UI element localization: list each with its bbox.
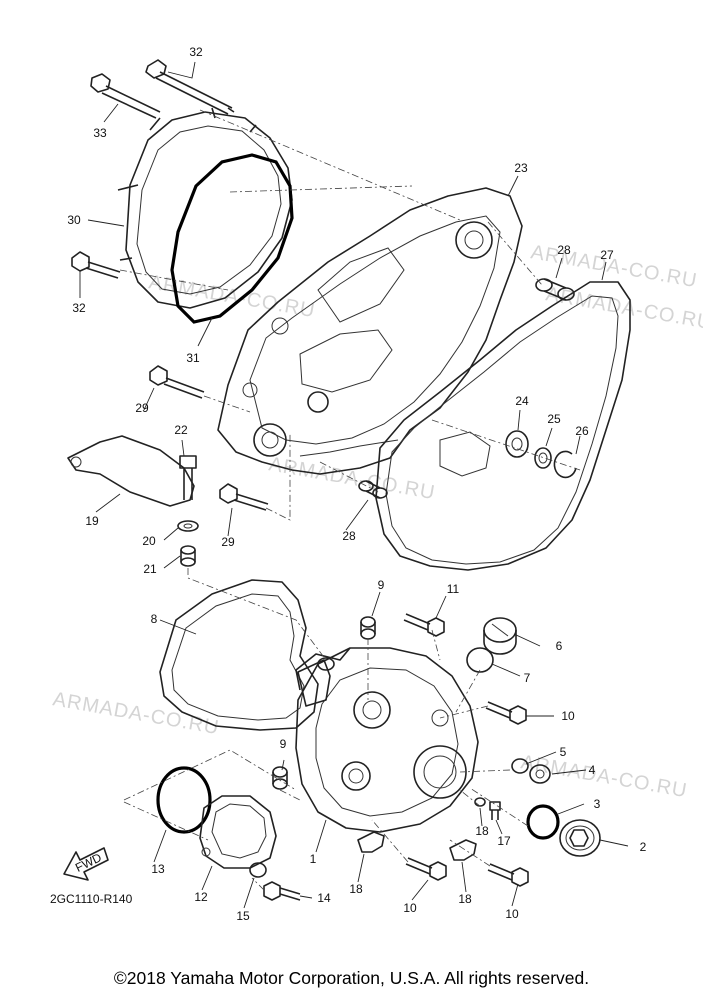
- washer-17: [474, 797, 486, 807]
- clamp-18-left: [357, 831, 385, 853]
- bolt-32-lower: [71, 251, 121, 279]
- plate-19: [67, 435, 195, 507]
- dowel-28-upper: [535, 278, 575, 301]
- gasket-27: [375, 281, 631, 571]
- plug-2: [559, 819, 601, 857]
- clamp-18-right: [449, 839, 477, 861]
- callout-28: 28: [342, 529, 356, 543]
- washer-25: [534, 447, 552, 469]
- fwd-arrow-icon: FWD: [63, 847, 109, 881]
- o-ring-13: [156, 766, 212, 834]
- callout-6: 6: [556, 639, 563, 653]
- callout-11: 11: [447, 582, 460, 596]
- callout-15: 15: [236, 909, 250, 923]
- callout-27: 27: [600, 248, 614, 262]
- bolt-29-upper: [149, 365, 205, 399]
- oil-seal-24: [505, 430, 529, 458]
- callout-4: 4: [589, 763, 596, 777]
- clutch-cover-30: [125, 111, 293, 309]
- callout-25: 25: [547, 412, 561, 426]
- callout-5: 5: [560, 745, 567, 759]
- diagram-code: 2GC1110-R140: [50, 892, 133, 906]
- callout-1: 1: [310, 852, 317, 866]
- parts-diagram: ARMADA-CO.RU ARMADA-CO.RU ARMADA-CO.RU A…: [50, 45, 703, 923]
- bolt-32-top: [145, 59, 235, 115]
- watermarks: ARMADA-CO.RU ARMADA-CO.RU ARMADA-CO.RU A…: [51, 241, 703, 802]
- callout-9: 9: [378, 578, 385, 592]
- callout-23: 23: [514, 161, 528, 175]
- bolt-29-lower: [219, 483, 269, 511]
- copyright-notice: ©2018 Yamaha Motor Corporation, U.S.A. A…: [113, 968, 590, 988]
- bolt-10-right: [487, 863, 529, 887]
- callout-14: 14: [317, 891, 331, 905]
- callout-18: 18: [349, 882, 363, 896]
- callout-29: 29: [135, 401, 149, 415]
- o-ring-7: [466, 647, 494, 673]
- callout-7: 7: [524, 671, 531, 685]
- bolt-22: [179, 455, 197, 500]
- bolt-33: [90, 73, 161, 119]
- o-ring-3: [526, 804, 560, 840]
- callout-20: 20: [142, 534, 156, 548]
- alignment-lines: [119, 109, 581, 891]
- callout-10: 10: [403, 901, 417, 915]
- callout-13: 13: [151, 862, 165, 876]
- washer-15: [249, 862, 267, 878]
- bolt-10-upper: [485, 701, 527, 725]
- collar-21: [180, 545, 196, 567]
- circlip-26: [553, 450, 577, 479]
- callout-22: 22: [174, 423, 188, 437]
- callout-33: 33: [93, 126, 107, 140]
- callout-12: 12: [194, 890, 208, 904]
- callout-21: 21: [143, 562, 157, 576]
- bolt-14: [263, 881, 301, 901]
- callout-17: 18: [475, 824, 489, 838]
- o-ring-5: [511, 758, 529, 774]
- cover-12: [199, 795, 277, 869]
- callout-26: 26: [575, 424, 589, 438]
- callouts: 32 33 30 32 31 23 28 27 24 25 26 29 22 1…: [67, 45, 646, 923]
- watermark: ARMADA-CO.RU: [51, 688, 221, 739]
- gasket-31: [170, 153, 294, 324]
- dowel-28-lower: [358, 480, 388, 499]
- plug-4: [529, 764, 551, 784]
- callout-24: 24: [515, 394, 529, 408]
- callout-3: 3: [594, 797, 601, 811]
- bolt-16: [489, 801, 501, 820]
- filler-cap-6: [483, 617, 517, 655]
- bolt-11: [403, 613, 445, 637]
- bolt-10-left: [405, 857, 447, 881]
- callout-32: 32: [72, 301, 86, 315]
- callout-29: 29: [221, 535, 235, 549]
- leader-lines: [79, 61, 629, 909]
- callout-32: 32: [189, 45, 203, 59]
- crankcase-cover-1: [295, 647, 479, 833]
- callout-9: 9: [280, 737, 287, 751]
- callout-19: 19: [85, 514, 99, 528]
- dowel-9-upper: [360, 616, 376, 640]
- callout-18: 18: [458, 892, 472, 906]
- gasket-8: [159, 579, 319, 731]
- crankcase-23: [217, 187, 523, 475]
- watermark: ARMADA-CO.RU: [519, 751, 689, 802]
- washer-20: [177, 520, 199, 532]
- callout-8: 8: [151, 612, 158, 626]
- callout-10: 10: [561, 709, 575, 723]
- callout-30: 30: [67, 213, 81, 227]
- callout-16: 17: [497, 834, 511, 848]
- callout-31: 31: [186, 351, 200, 365]
- dowel-9-lower: [272, 766, 288, 790]
- callout-10: 10: [505, 907, 519, 921]
- callout-28: 28: [557, 243, 571, 257]
- callout-2: 2: [640, 840, 647, 854]
